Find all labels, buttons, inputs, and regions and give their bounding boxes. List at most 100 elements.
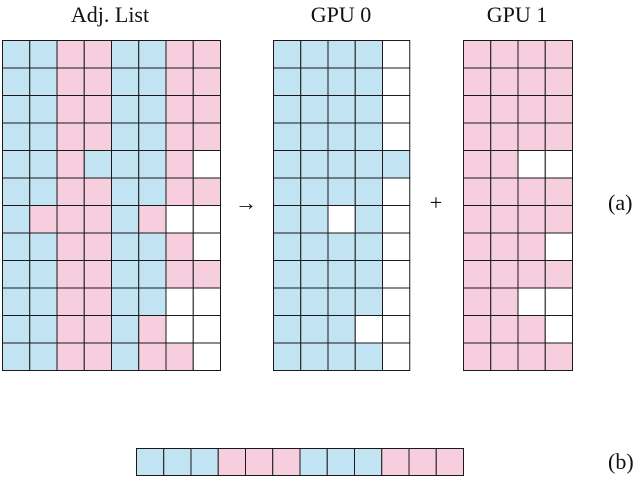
- adj-list-cell-blue: [138, 40, 167, 69]
- adj-list-cell-pink: [83, 260, 112, 289]
- adj-list-cell-pink: [56, 287, 85, 316]
- gpu0-cell-blue: [273, 287, 302, 316]
- adj-list-cell-blue: [2, 177, 31, 206]
- gpu1-cell-empty: [544, 315, 573, 344]
- adj-list-cell-pink: [83, 232, 112, 261]
- gpu0-cell-blue: [327, 260, 356, 289]
- adj-list-cell-pink: [165, 122, 194, 151]
- adj-list-cell-blue: [138, 287, 167, 316]
- adj-list-cell-blue: [111, 260, 140, 289]
- gpu1-cell-pink: [463, 95, 492, 124]
- gpu0-cell-empty: [382, 315, 411, 344]
- adj-list-cell-pink: [83, 67, 112, 96]
- adj-list-cell-pink: [165, 40, 194, 69]
- adj-list-cell-pink: [83, 177, 112, 206]
- adj-list-cell-pink: [165, 95, 194, 124]
- adj-list-cell-pink: [165, 177, 194, 206]
- adj-list-cell-pink: [83, 315, 112, 344]
- gpu0-cell-blue: [273, 342, 302, 371]
- adj-list-cell-pink: [56, 315, 85, 344]
- gpu0-cell-blue: [300, 122, 329, 151]
- adj-list-cell-empty: [192, 287, 221, 316]
- gpu0-cell-blue: [273, 232, 302, 261]
- adj-list-cell-blue: [138, 232, 167, 261]
- gpu0-cell-blue: [327, 122, 356, 151]
- gpu1-cell-pink: [490, 40, 519, 69]
- gpu1-cell-pink: [463, 260, 492, 289]
- gpu1-cell-pink: [517, 122, 546, 151]
- gpu1-cell-pink: [517, 40, 546, 69]
- adj-list-cell-pink: [56, 150, 85, 179]
- adj-list-grid: [2, 40, 221, 371]
- adj-list-cell-blue: [29, 95, 58, 124]
- adj-list-cell-blue: [111, 205, 140, 234]
- gpu0-cell-empty: [382, 205, 411, 234]
- arrow-symbol: →: [235, 190, 257, 215]
- gpu1-cell-pink: [490, 260, 519, 289]
- adj-list-cell-pink: [165, 342, 194, 371]
- array-b-cell-pink: [272, 448, 301, 476]
- adj-list-cell-blue: [111, 342, 140, 371]
- adj-list-cell-blue: [2, 40, 31, 69]
- adj-list-cell-blue: [2, 95, 31, 124]
- array-b-cell-pink: [381, 448, 410, 476]
- adj-list-cell-pink: [56, 40, 85, 69]
- gpu0-title: GPU 0: [311, 2, 372, 27]
- adj-list-cell-blue: [29, 287, 58, 316]
- gpu0-cell-blue: [273, 150, 302, 179]
- adj-list-cell-empty: [192, 315, 221, 344]
- gpu0-cell-blue: [382, 150, 411, 179]
- gpu0-cell-blue: [327, 315, 356, 344]
- array-b-cell-blue: [136, 448, 165, 476]
- adj-list-cell-blue: [2, 342, 31, 371]
- gpu0-cell-blue: [327, 40, 356, 69]
- array-b-cell-blue: [163, 448, 192, 476]
- gpu0-cell-blue: [300, 287, 329, 316]
- adj-list-cell-pink: [83, 287, 112, 316]
- gpu0-cell-blue: [354, 95, 383, 124]
- gpu1-cell-pink: [544, 205, 573, 234]
- adj-list-cell-pink: [83, 205, 112, 234]
- gpu0-grid: [273, 40, 411, 371]
- adj-list-cell-pink: [56, 177, 85, 206]
- adj-list-cell-pink: [165, 67, 194, 96]
- gpu1-cell-pink: [490, 315, 519, 344]
- gpu1-cell-pink: [463, 67, 492, 96]
- gpu0-cell-blue: [273, 260, 302, 289]
- adj-list-cell-pink: [192, 177, 221, 206]
- adj-list-cell-empty: [165, 315, 194, 344]
- gpu1-cell-pink: [463, 315, 492, 344]
- gpu0-cell-blue: [273, 40, 302, 69]
- label-a: (a): [608, 190, 632, 215]
- gpu1-cell-pink: [463, 150, 492, 179]
- plus-symbol: +: [430, 190, 442, 215]
- gpu1-cell-pink: [490, 342, 519, 371]
- adj-list-cell-blue: [111, 67, 140, 96]
- gpu0-cell-empty: [382, 67, 411, 96]
- adj-list-cell-pink: [192, 260, 221, 289]
- adj-list-cell-blue: [29, 177, 58, 206]
- adj-list-cell-pink: [56, 260, 85, 289]
- gpu0-cell-blue: [273, 177, 302, 206]
- gpu1-cell-pink: [490, 150, 519, 179]
- gpu0-cell-blue: [354, 342, 383, 371]
- adj-list-title: Adj. List: [71, 2, 149, 27]
- gpu1-cell-pink: [490, 177, 519, 206]
- adj-list-cell-pink: [165, 232, 194, 261]
- array-b-cell-blue: [326, 448, 355, 476]
- gpu1-cell-pink: [517, 315, 546, 344]
- gpu1-cell-pink: [463, 177, 492, 206]
- gpu0-cell-blue: [354, 177, 383, 206]
- gpu1-cell-pink: [544, 342, 573, 371]
- gpu0-cell-blue: [300, 150, 329, 179]
- adj-list-cell-blue: [29, 260, 58, 289]
- adj-list-cell-blue: [2, 260, 31, 289]
- adj-list-cell-blue: [29, 67, 58, 96]
- adj-list-cell-blue: [29, 40, 58, 69]
- adj-list-cell-pink: [56, 95, 85, 124]
- adj-list-cell-pink: [138, 205, 167, 234]
- adj-list-cell-pink: [83, 342, 112, 371]
- gpu1-cell-empty: [544, 287, 573, 316]
- gpu0-cell-blue: [327, 287, 356, 316]
